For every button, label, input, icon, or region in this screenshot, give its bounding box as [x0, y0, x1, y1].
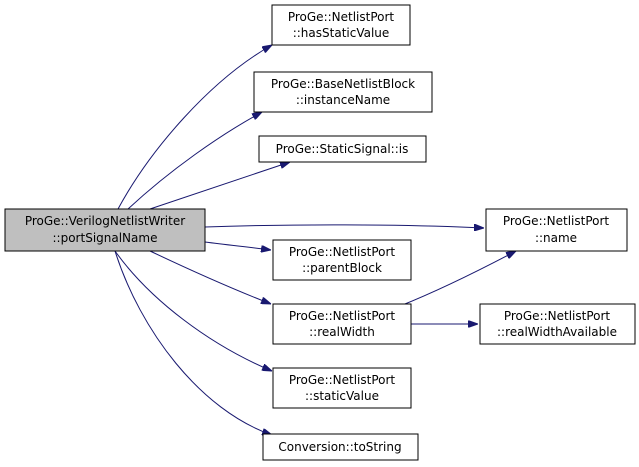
node-root-line2: ::portSignalName	[53, 231, 158, 245]
edge-root-to-toString	[114, 250, 272, 435]
edge-root-to-realWidth	[149, 250, 271, 304]
node-parentBlock-line1: ProGe::NetlistPort	[289, 245, 396, 259]
edge-root-to-staticSignalIs	[149, 162, 290, 210]
edge-root-to-staticValue	[114, 250, 272, 371]
node-realWidth[interactable]: ProGe::NetlistPort ::realWidth	[272, 303, 412, 345]
node-realWidthAvailable-line1: ProGe::NetlistPort	[504, 309, 611, 323]
node-realWidthAvailable[interactable]: ProGe::NetlistPort ::realWidthAvailable	[479, 303, 636, 345]
node-name[interactable]: ProGe::NetlistPort ::name	[485, 208, 628, 252]
edge-root-to-parentBlock	[204, 241, 271, 250]
node-instanceName[interactable]: ProGe::BaseNetlistBlock ::instanceName	[253, 71, 433, 113]
edge-realWidth-to-name	[399, 251, 516, 307]
node-root-line1: ProGe::VerilogNetlistWriter	[25, 214, 185, 228]
node-realWidth-line2: ::realWidth	[309, 325, 375, 339]
node-name-line1: ProGe::NetlistPort	[503, 214, 610, 228]
node-instanceName-line2: ::instanceName	[296, 93, 390, 107]
node-hasStaticValue-line2: ::hasStaticValue	[293, 26, 390, 40]
node-instanceName-line1: ProGe::BaseNetlistBlock	[271, 77, 415, 91]
edge-root-to-name	[204, 225, 484, 228]
edge-root-to-instanceName	[127, 112, 262, 210]
node-staticValue-line2: ::staticValue	[305, 389, 379, 403]
node-realWidthAvailable-line2: ::realWidthAvailable	[497, 325, 617, 339]
node-staticValue[interactable]: ProGe::NetlistPort ::staticValue	[272, 367, 412, 409]
node-toString[interactable]: Conversion::toString	[262, 433, 419, 461]
node-staticValue-line1: ProGe::NetlistPort	[289, 373, 396, 387]
node-toString-line1: Conversion::toString	[278, 440, 401, 454]
node-parentBlock[interactable]: ProGe::NetlistPort ::parentBlock	[272, 239, 412, 281]
node-root-portSignalName[interactable]: ProGe::VerilogNetlistWriter ::portSignal…	[4, 208, 206, 252]
node-hasStaticValue[interactable]: ProGe::NetlistPort ::hasStaticValue	[271, 4, 411, 46]
edge-root-to-hasStaticValue	[117, 45, 272, 210]
node-staticSignalIs[interactable]: ProGe::StaticSignal::is	[258, 135, 427, 163]
node-realWidth-line1: ProGe::NetlistPort	[289, 309, 396, 323]
node-hasStaticValue-line1: ProGe::NetlistPort	[288, 10, 395, 24]
node-name-line2: ::name	[535, 231, 577, 245]
node-staticSignalIs-line1: ProGe::StaticSignal::is	[276, 142, 409, 156]
node-parentBlock-line2: ::parentBlock	[302, 261, 382, 275]
